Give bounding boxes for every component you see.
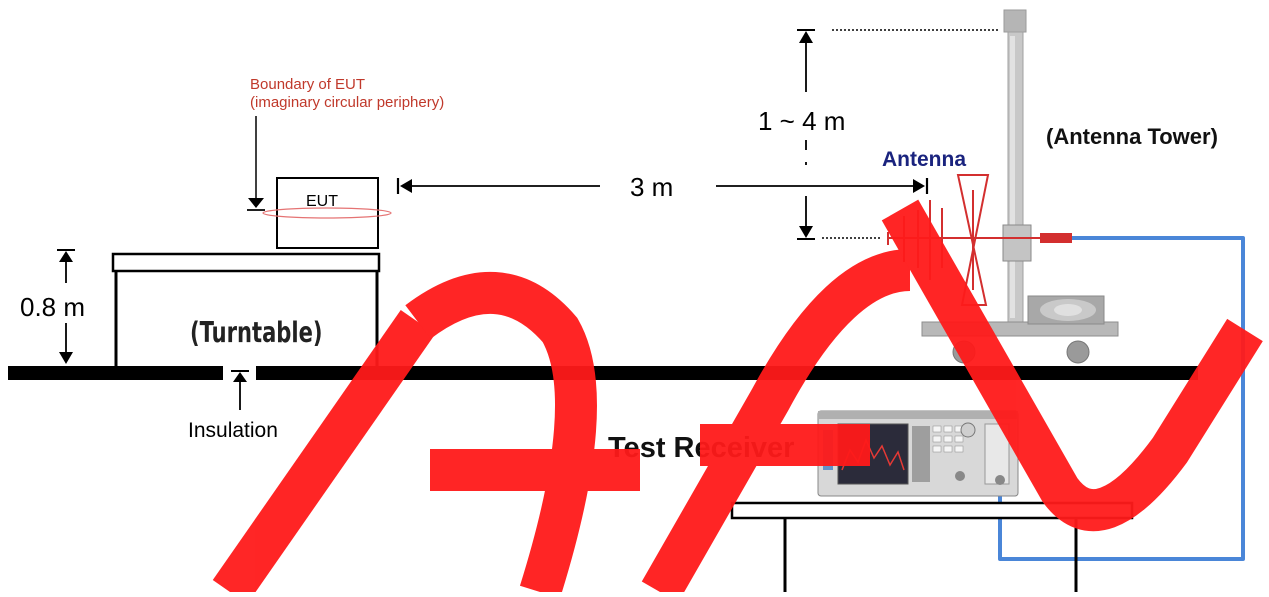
antenna-height-label: 1 ~ 4 m	[758, 106, 845, 136]
watermark-logo	[230, 210, 1245, 592]
boundary-arrow	[247, 116, 265, 210]
turntable	[113, 254, 379, 366]
antenna-label: Antenna	[882, 148, 966, 171]
height-label-table: 0.8 m	[20, 292, 85, 322]
antenna-tower-label: (Antenna Tower)	[1046, 124, 1218, 149]
insulation-label: Insulation	[188, 419, 278, 442]
boundary-label-line2: (imaginary circular periphery)	[250, 94, 444, 111]
distance-label: 3 m	[630, 172, 673, 202]
boundary-label-line1: Boundary of EUT	[250, 76, 365, 93]
turntable-label: (Turntable)	[190, 316, 323, 349]
eut-box	[277, 178, 378, 248]
